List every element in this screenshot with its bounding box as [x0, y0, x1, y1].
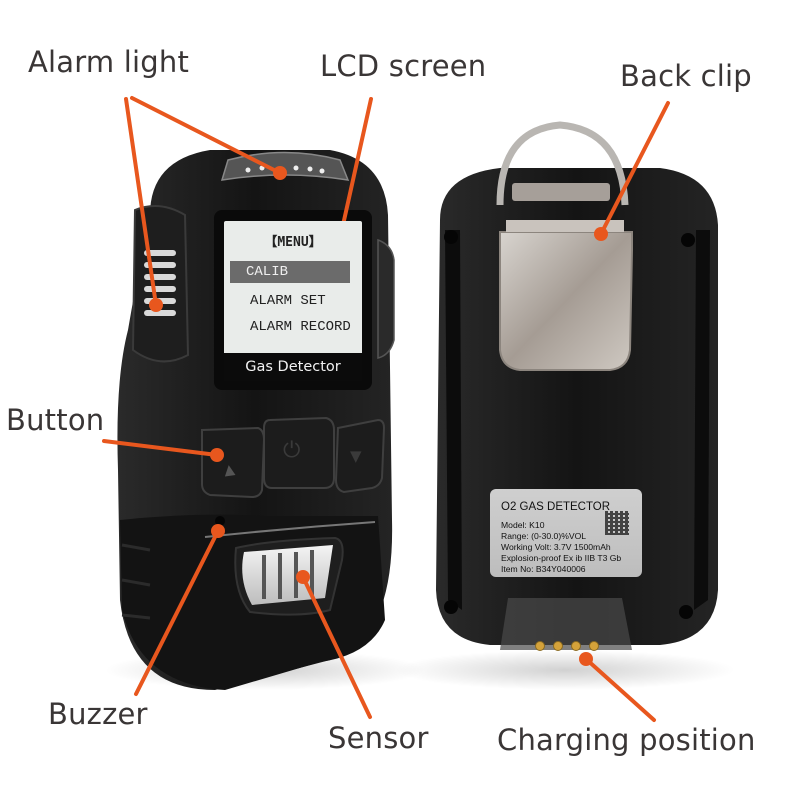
- plate-range: Range: (0-30.0)%VOL: [501, 531, 587, 541]
- buzzer-hole: [215, 516, 225, 526]
- plate-explosion-proof: Explosion-proof Ex ib IIB T3 Gb: [501, 553, 622, 563]
- plate-item-no: Item No: B34Y040006: [501, 564, 586, 574]
- power-icon: ⏻: [283, 438, 301, 463]
- callout-back-clip: Back clip: [620, 59, 752, 93]
- lcd-menu-item-alarm-record: ALARM RECORD: [250, 319, 351, 335]
- lcd-screen: 【MENU】 CALIB ALARM SET ALARM RECORD: [224, 221, 362, 357]
- qr-code-icon: [605, 511, 629, 535]
- d-ring: [496, 121, 629, 206]
- callout-sensor: Sensor: [328, 721, 429, 755]
- callout-charging-position: Charging position: [497, 723, 756, 757]
- up-arrow-icon: ▲: [222, 461, 236, 479]
- device-name-band: Gas Detector: [224, 353, 362, 381]
- spec-label-plate: O2 GAS DETECTOR Model: K10 Range: (0-30.…: [490, 489, 642, 577]
- sensor-grille: [242, 545, 333, 605]
- lcd-menu-title: 【MENU】: [264, 235, 322, 250]
- plate-title: O2 GAS DETECTOR: [501, 501, 611, 513]
- lcd-menu-item-calib: CALIB: [230, 261, 350, 283]
- callout-alarm-light: Alarm light: [28, 45, 190, 79]
- callout-lcd-screen: LCD screen: [320, 49, 487, 83]
- plate-model: Model: K10: [501, 520, 545, 530]
- callout-buzzer: Buzzer: [48, 697, 148, 731]
- charging-pins: [535, 641, 599, 651]
- button-cluster: [201, 416, 386, 499]
- plate-working-volt: Working Volt: 3.7V 1500mAh: [501, 542, 611, 552]
- callout-button: Button: [6, 403, 105, 437]
- down-arrow-icon: ▼: [350, 447, 362, 465]
- lcd-menu-item-alarm-set: ALARM SET: [250, 293, 326, 309]
- back-clip: [499, 231, 634, 371]
